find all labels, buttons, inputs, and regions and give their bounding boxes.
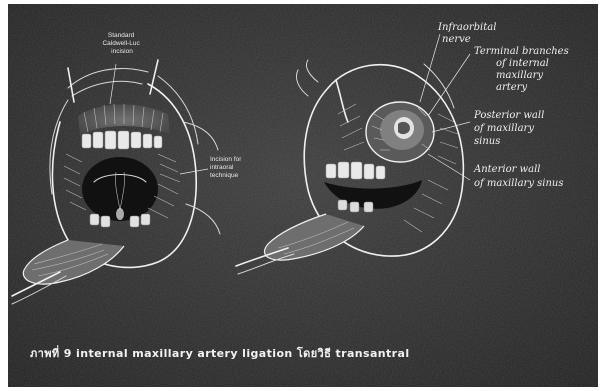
illustration-plate: Standard Caldwell-Luc incision Incision … — [8, 4, 598, 387]
figure-caption: ภาพที่ 9 internal maxillary artery ligat… — [30, 345, 410, 360]
